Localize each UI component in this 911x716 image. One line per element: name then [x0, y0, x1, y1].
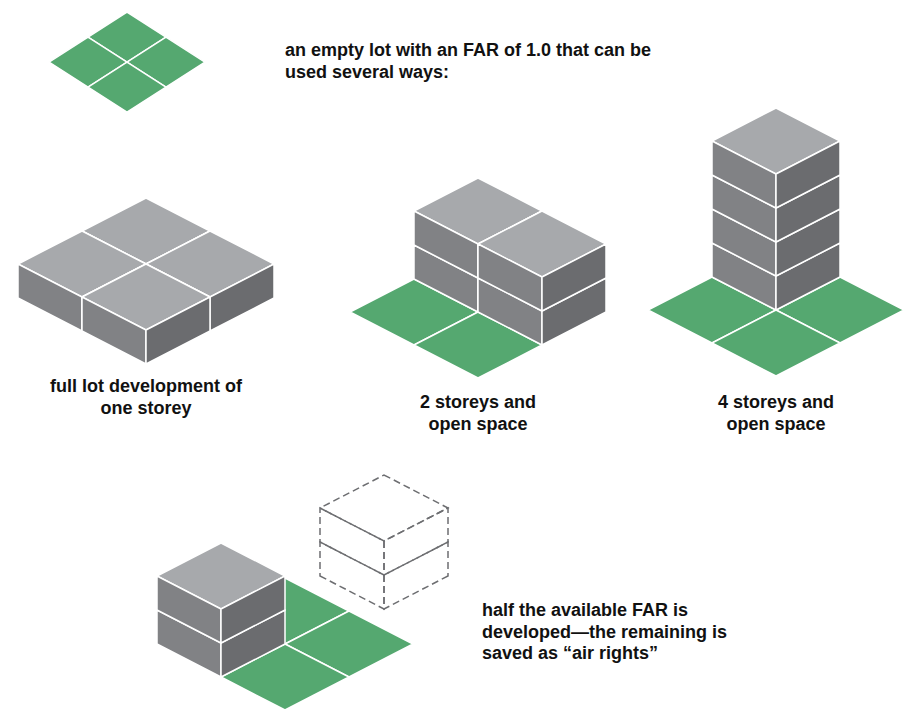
storey-cube: [157, 543, 285, 643]
empty-lot: [49, 12, 205, 112]
full-lot-building: [18, 198, 274, 364]
option-caption: full lot development of one storey: [38, 376, 254, 419]
storey-cube: [712, 108, 840, 208]
two-storey-building: [350, 178, 606, 378]
storey-cube: [82, 264, 210, 364]
air-rights-cube: [320, 475, 448, 575]
air-rights-building: [157, 475, 448, 710]
air-rights-note: half the available FAR is developed—the …: [482, 600, 744, 665]
lot-tile: [712, 310, 840, 376]
option-caption: 4 storeys and open space: [708, 392, 844, 435]
storey-cube: [478, 211, 606, 311]
intro-note: an empty lot with an FAR of 1.0 that can…: [285, 40, 675, 83]
option-caption: 2 storeys and open space: [410, 392, 546, 435]
lot-tile: [88, 62, 166, 112]
four-storey-building: [648, 108, 904, 376]
